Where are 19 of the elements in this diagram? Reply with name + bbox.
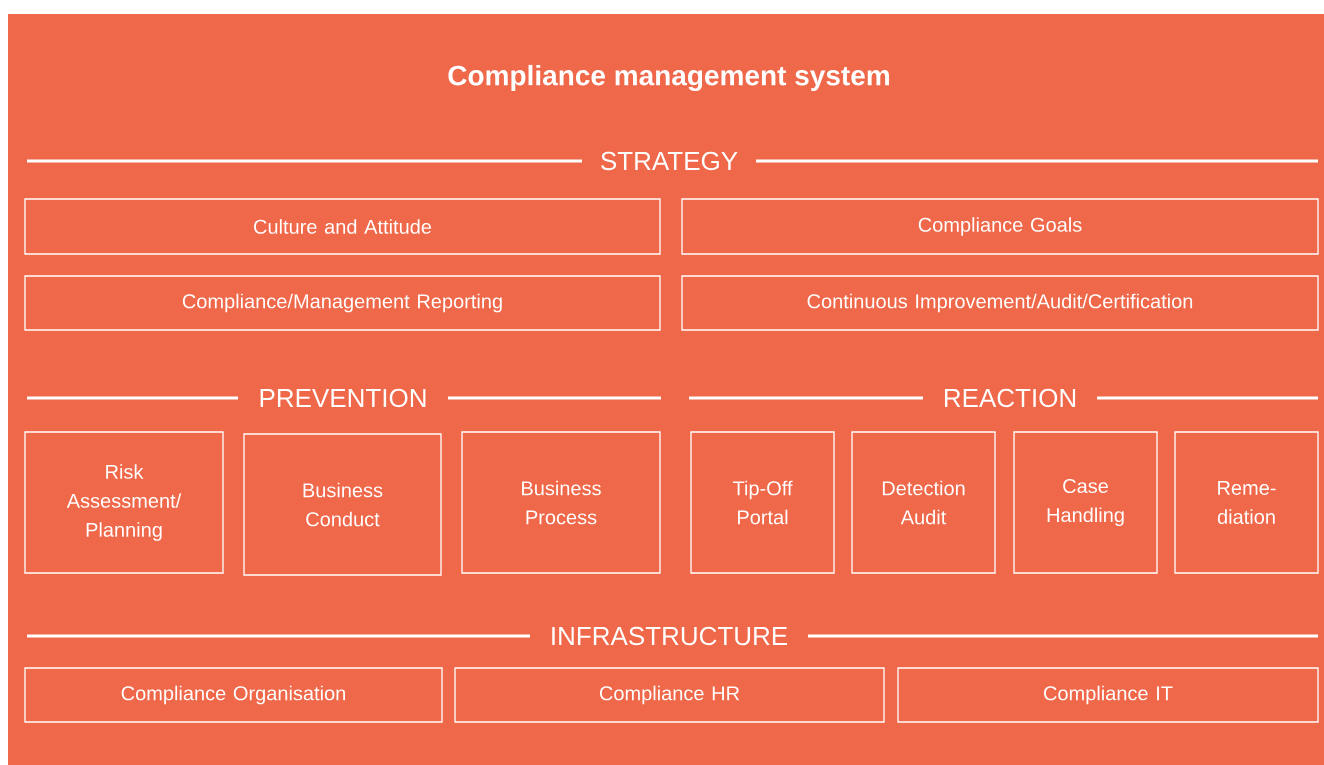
text-box: Case Handling (1013, 431, 1158, 574)
text-box: Culture and Attitude (24, 198, 661, 255)
text-box: Risk Assessment/ Planning (24, 431, 224, 574)
text-box: Reme- diation (1174, 431, 1319, 574)
text-box: Compliance Organisation (24, 667, 443, 723)
text-box: Compliance IT (897, 667, 1319, 723)
section-heading: PREVENTION (260, 388, 426, 408)
text-box: Continuous Improvement/Audit/Certification (681, 275, 1319, 331)
text-box: Compliance/Management Reporting (24, 275, 661, 331)
section-heading: INFRASTRUCTURE (552, 626, 788, 646)
text-box: Compliance Goals (681, 198, 1319, 255)
section-heading: REACTION (945, 388, 1076, 408)
text-box: Business Process (461, 431, 661, 574)
title: Compliance management system (448, 64, 889, 92)
section-heading: STRATEGY (601, 151, 738, 171)
text-box: Compliance HR (454, 667, 885, 723)
text-box: Detection Audit (851, 431, 996, 574)
text-box: Business Conduct (243, 433, 442, 576)
text-box: Tip-Off Portal (690, 431, 835, 574)
